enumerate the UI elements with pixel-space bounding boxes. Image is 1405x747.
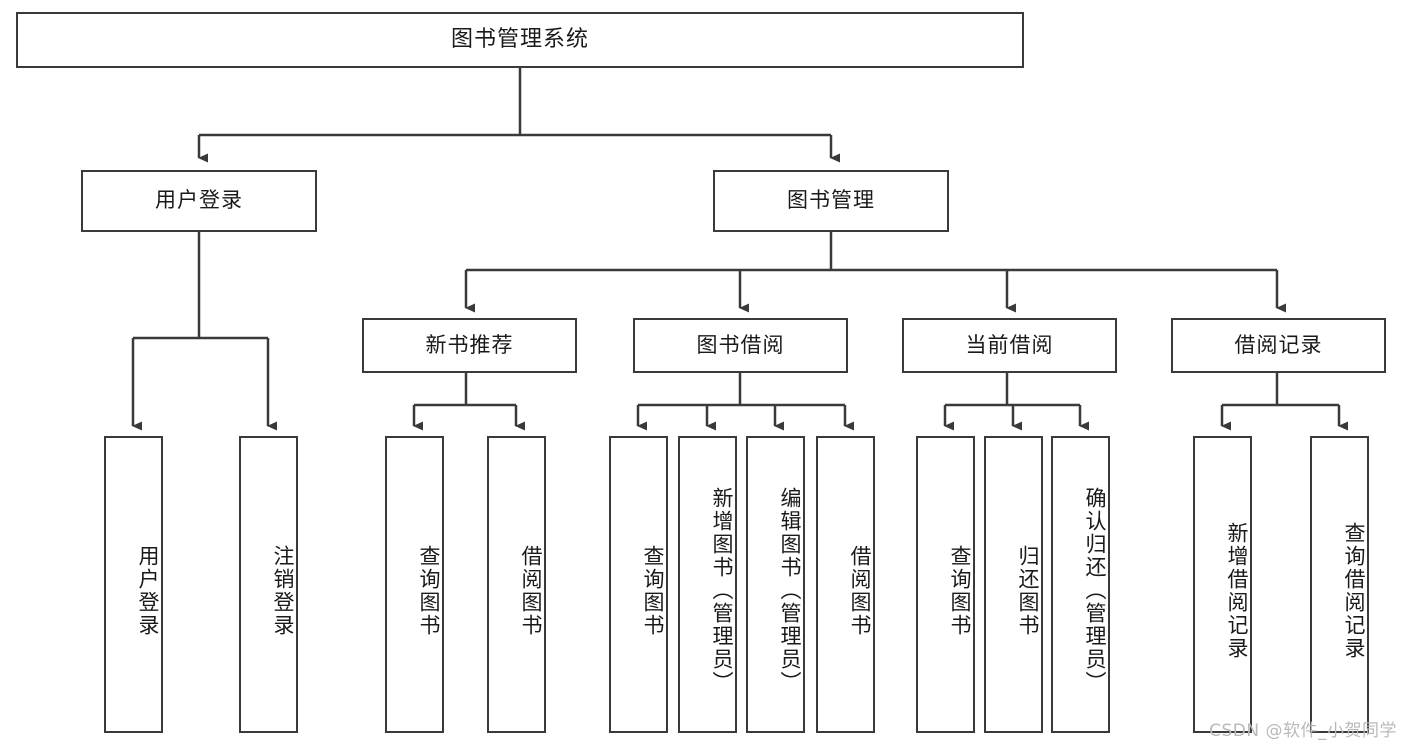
node-book-borrow[interactable]: 图书借阅	[633, 318, 848, 373]
node-leaf-return-book[interactable]: 归还图书	[984, 436, 1043, 733]
node-leaf-query-record[interactable]: 查询借阅记录	[1310, 436, 1369, 733]
node-book-management[interactable]: 图书管理	[713, 170, 949, 232]
node-leaf-borrow-book-2[interactable]: 借阅图书	[816, 436, 875, 733]
node-leaf-query-book-1[interactable]: 查询图书	[385, 436, 444, 733]
node-leaf-user-logout[interactable]: 注销登录	[239, 436, 298, 733]
node-leaf-add-book[interactable]: 新增图书（管理员）	[678, 436, 737, 733]
node-leaf-edit-book[interactable]: 编辑图书（管理员）	[746, 436, 805, 733]
node-current-borrow[interactable]: 当前借阅	[902, 318, 1117, 373]
node-leaf-borrow-book-1[interactable]: 借阅图书	[487, 436, 546, 733]
node-new-book-recommend[interactable]: 新书推荐	[362, 318, 577, 373]
watermark-text: CSDN @软件_小贺同学	[1209, 721, 1397, 741]
node-leaf-confirm-return[interactable]: 确认归还（管理员）	[1051, 436, 1110, 733]
node-leaf-add-record[interactable]: 新增借阅记录	[1193, 436, 1252, 733]
node-leaf-query-book-3[interactable]: 查询图书	[916, 436, 975, 733]
node-user-login[interactable]: 用户登录	[81, 170, 317, 232]
node-borrow-record[interactable]: 借阅记录	[1171, 318, 1386, 373]
node-root[interactable]: 图书管理系统	[16, 12, 1024, 68]
node-leaf-query-book-2[interactable]: 查询图书	[609, 436, 668, 733]
node-leaf-user-login[interactable]: 用户登录	[104, 436, 163, 733]
